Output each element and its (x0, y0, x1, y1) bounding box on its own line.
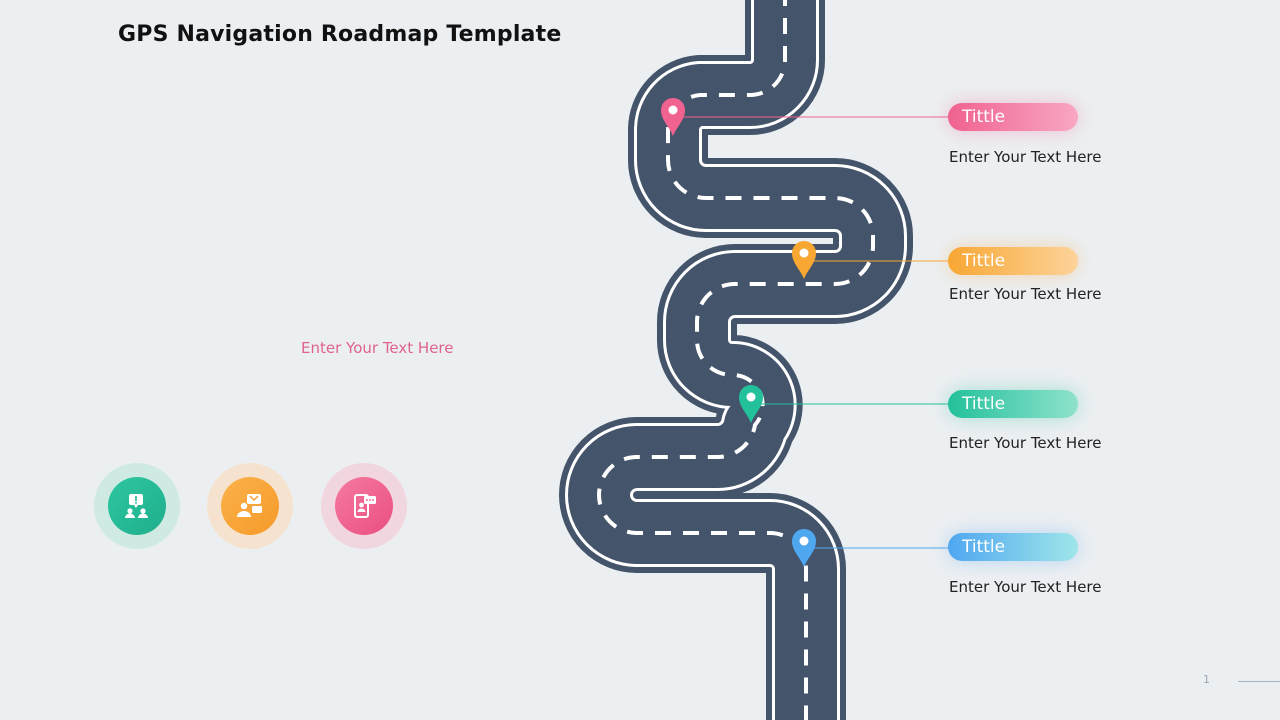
chat-person-circle (207, 463, 293, 549)
map-pin-icon-1 (661, 98, 685, 136)
map-pin-icon-3 (739, 385, 763, 423)
milestone-text-4: Enter Your Text Here (949, 578, 1102, 596)
milestone-text-1: Enter Your Text Here (949, 148, 1102, 166)
chat-person-icon (237, 494, 262, 517)
milestone-title-4: Tittle (948, 533, 1078, 561)
page-number-line (1238, 681, 1280, 682)
milestone-title-2: Tittle (948, 247, 1078, 275)
map-pin-icon-2 (792, 241, 816, 279)
page-number: 1 (1203, 673, 1210, 686)
left-placeholder-text: Enter Your Text Here (301, 339, 454, 357)
mobile-chat-icon (354, 494, 376, 518)
milestone-title-3: Tittle (948, 390, 1078, 418)
milestone-text-3: Enter Your Text Here (949, 434, 1102, 452)
page-title: GPS Navigation Roadmap Template (118, 22, 562, 47)
feedback-people-circle (94, 463, 180, 549)
milestone-text-2: Enter Your Text Here (949, 285, 1102, 303)
feedback-people-icon (125, 494, 148, 518)
mobile-chat-circle (321, 463, 407, 549)
milestone-title-1: Tittle (948, 103, 1078, 131)
map-pin-icon-4 (792, 529, 816, 567)
